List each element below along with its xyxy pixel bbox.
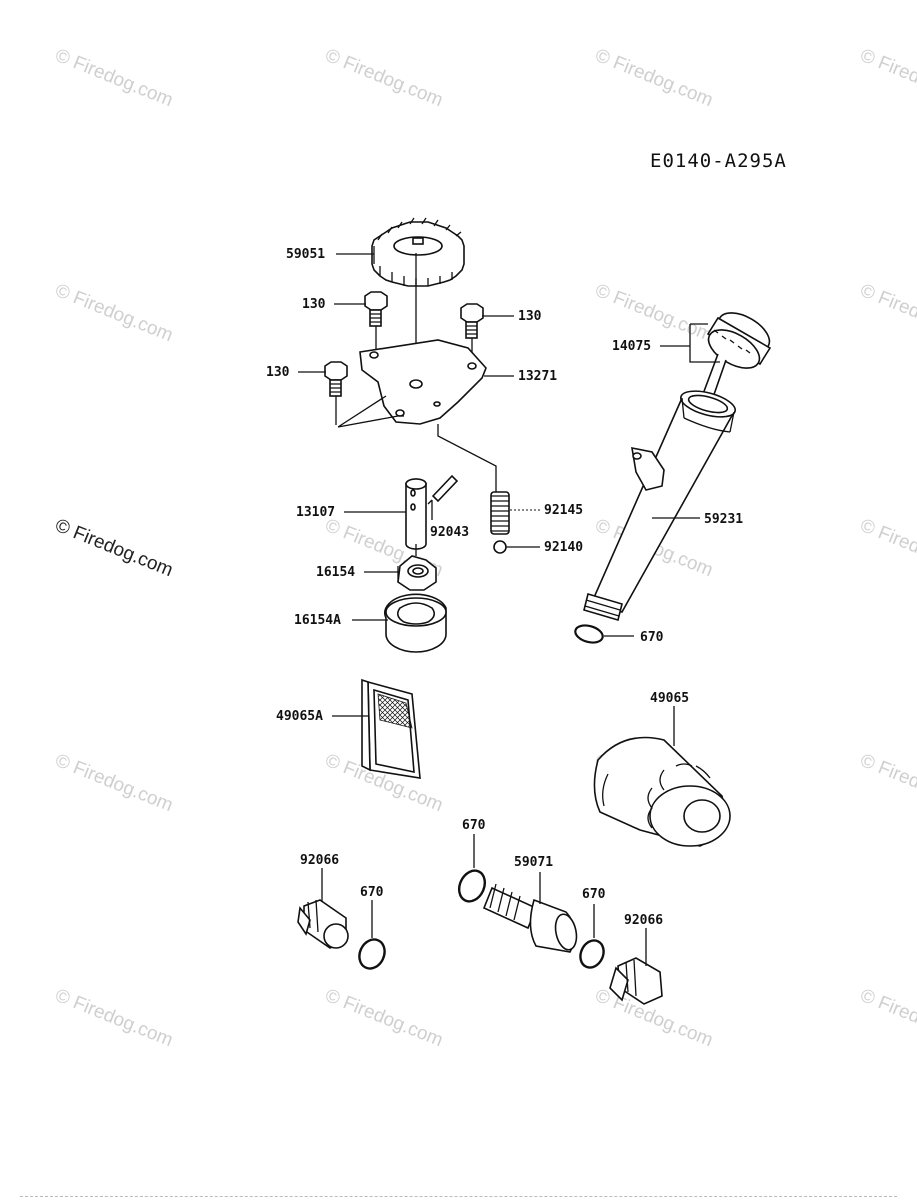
label-92145: 92145 xyxy=(544,503,583,518)
pin-92043 xyxy=(427,474,459,505)
label-92140: 92140 xyxy=(544,540,583,555)
label-59071: 59071 xyxy=(514,855,553,870)
drain-plug-92066-a xyxy=(297,868,349,949)
label-92066-a: 92066 xyxy=(300,853,339,868)
label-49065A: 49065A xyxy=(276,709,323,724)
label-16154: 16154 xyxy=(316,565,355,580)
label-14075: 14075 xyxy=(612,339,651,354)
spring-92145 xyxy=(490,491,510,535)
oil-filter-49065 xyxy=(593,706,731,847)
fitting-59071 xyxy=(482,872,578,953)
label-92043: 92043 xyxy=(430,525,469,540)
outer-rotor-16154A xyxy=(384,593,447,653)
bolt-130-c xyxy=(324,361,348,425)
bolt-130-b xyxy=(460,303,484,362)
label-92066-b: 92066 xyxy=(624,913,663,928)
oil-filler-tube-59231 xyxy=(583,390,736,622)
o-ring-670-c xyxy=(579,904,605,969)
label-59051: 59051 xyxy=(286,247,325,262)
part-labels: 59051 130 130 130 13271 14075 59231 670 … xyxy=(266,247,743,928)
o-ring-670-b xyxy=(457,834,487,903)
o-ring-670-a xyxy=(574,624,604,644)
label-130-a: 130 xyxy=(302,297,326,312)
inner-rotor-16154 xyxy=(397,555,437,591)
label-13107: 13107 xyxy=(296,505,335,520)
drain-plug-92066-b xyxy=(609,928,663,1005)
label-59231: 59231 xyxy=(704,512,743,527)
o-ring-670-d xyxy=(358,900,386,970)
label-670-b: 670 xyxy=(462,818,486,833)
label-670-c: 670 xyxy=(582,887,606,902)
leader-lines xyxy=(298,253,720,717)
gear-59051 xyxy=(371,217,465,420)
oil-cap-14075 xyxy=(698,312,772,408)
oil-screen-49065A xyxy=(361,678,421,779)
shaft-13107 xyxy=(405,478,427,556)
label-13271: 13271 xyxy=(518,369,557,384)
ball-92140 xyxy=(493,540,507,554)
label-16154A: 16154A xyxy=(294,613,341,628)
bolt-130-a xyxy=(364,291,388,356)
label-670-a: 670 xyxy=(640,630,664,645)
label-130-c: 130 xyxy=(266,365,290,380)
bottom-rule xyxy=(20,1196,897,1198)
label-49065: 49065 xyxy=(650,691,689,706)
label-130-b: 130 xyxy=(518,309,542,324)
diagram-id: E0140-A295A xyxy=(650,150,787,172)
label-670-d: 670 xyxy=(360,885,384,900)
cover-plate-13271 xyxy=(337,339,497,500)
